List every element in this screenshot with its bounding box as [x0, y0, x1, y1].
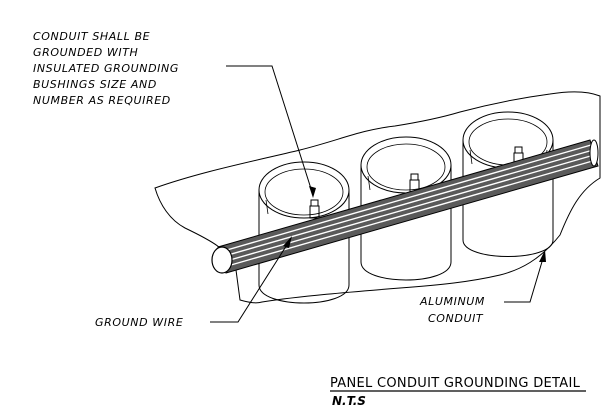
bushing-note: CONDUIT SHALL BE GROUNDED WITH INSULATED… [33, 30, 179, 107]
bushing-note-line-1: CONDUIT SHALL BE [33, 30, 150, 43]
conduit-left [258, 161, 350, 304]
detail-title: PANEL CONDUIT GROUNDING DETAIL [330, 376, 581, 391]
bushing-note-line-4: BUSHINGS SIZE AND [33, 78, 157, 91]
bushing-note-line-3: INSULATED GROUNDING [33, 62, 179, 75]
bushing-note-line-5: NUMBER AS REQUIRED [33, 94, 171, 107]
grounding-bushing-lug-left [309, 199, 320, 219]
ground-wire-end [211, 246, 233, 274]
bushing-note-leader [226, 65, 316, 198]
detail-scale: N.T.S [332, 394, 366, 408]
aluminum-conduit-label-line-2: CONDUIT [428, 312, 484, 325]
ground-wire-cable [211, 139, 599, 274]
ground-wire-label: GROUND WIRE [95, 316, 183, 329]
aluminum-conduit-label-line-1: ALUMINUM [419, 295, 485, 308]
aluminum-conduit-leader [504, 250, 546, 303]
panel-slab-outline [154, 91, 601, 304]
bushing-note-line-2: GROUNDED WITH [33, 46, 138, 59]
ground-wire-leader [210, 236, 292, 323]
